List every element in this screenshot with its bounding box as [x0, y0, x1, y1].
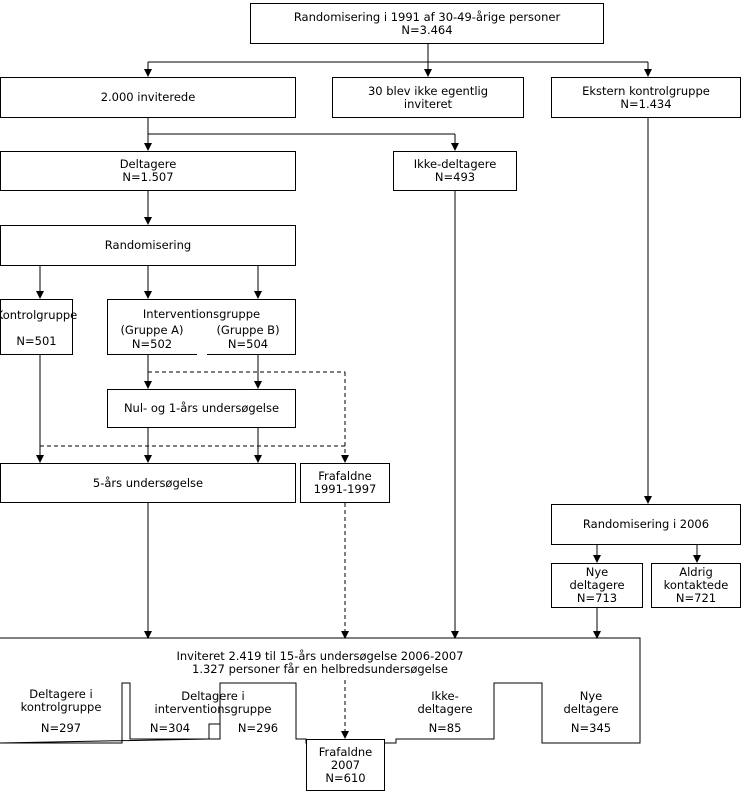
dropouts-1991-1997-box: Frafaldne 1991-1997	[300, 463, 390, 503]
new-participants-2006-n: N=713	[576, 591, 618, 605]
final-intervention-line2: interventionsgruppe	[154, 702, 272, 716]
intervention-group-a-label: (Gruppe A)	[120, 323, 184, 337]
participants-n: N=1.507	[122, 170, 174, 184]
intervention-group-box	[107, 299, 296, 355]
final-title-line1: Inviteret 2.419 til 15-års undersøgelse …	[176, 649, 464, 663]
final-control-n: N=297	[40, 721, 82, 735]
randomisation-2006-box: Randomisering i 2006	[551, 504, 741, 545]
final-new-n: N=345	[570, 721, 612, 735]
exam-0-1-year-box: Nul- og 1-års undersøgelse	[107, 389, 296, 428]
final-intervention-line1: Deltagere i	[181, 689, 245, 703]
randomisation-2006-label: Randomisering i 2006	[582, 517, 710, 531]
control-group-label: Kontrolgruppe	[0, 308, 78, 322]
intervention-group-label: Interventionsgruppe	[142, 307, 261, 321]
participants-box: Deltagere N=1.507	[0, 151, 296, 191]
participants-label: Deltagere	[119, 157, 177, 171]
final-nonparticipants-n: N=85	[428, 721, 462, 735]
not-invited-line2: inviteret	[403, 96, 453, 111]
intervention-bottom-left	[107, 354, 197, 355]
external-control-n: N=1.434	[620, 96, 672, 111]
invited-box: 2.000 inviterede	[0, 77, 296, 118]
dropouts-2007-box: Frafaldne 2007 N=610	[306, 739, 385, 791]
not-invited-box: 30 blev ikke egentlig inviteret	[332, 77, 524, 118]
final-intervention-n-b: N=296	[237, 721, 279, 735]
control-group-box: Kontrolgruppe N=501	[0, 299, 77, 355]
randomisation-label: Randomisering	[104, 238, 192, 252]
intervention-group-a-n: N=502	[131, 337, 173, 351]
never-contacted-n: N=721	[675, 591, 717, 605]
control-group-n: N=501	[16, 334, 57, 348]
non-participants-box: Ikke-deltagere N=493	[393, 151, 517, 191]
final-new-line2: deltagere	[563, 702, 619, 716]
dropouts-2007-n: N=610	[325, 770, 366, 785]
dropouts-1991-1997-line1: Frafaldne	[318, 469, 372, 483]
non-participants-label: Ikke-deltagere	[413, 157, 497, 171]
final-intervention-n-a: N=304	[149, 721, 191, 735]
never-contacted-box: Aldrig kontaktede N=721	[651, 563, 741, 608]
invited-label: 2.000 inviterede	[100, 90, 196, 104]
randomisation-box: Randomisering	[0, 225, 296, 266]
external-control-label: Ekstern kontrolgruppe	[582, 83, 710, 98]
new-participants-2006-box: Nye deltagere N=713	[551, 563, 643, 608]
dropouts-1991-1997-line2: 1991-1997	[313, 482, 377, 496]
external-control-box: Ekstern kontrolgruppe N=1.434	[551, 77, 741, 118]
intervention-group-b-n: N=504	[227, 337, 269, 351]
never-contacted-line2: kontaktede	[663, 578, 729, 592]
final-title-line2: 1.327 personer får en helbredsundersøgel…	[192, 662, 448, 676]
intervention-bottom-right	[207, 354, 296, 355]
final-nonparticipants-line1: Ikke-	[431, 689, 459, 703]
final-control-line2: kontrolgruppe	[20, 700, 102, 714]
randomisation-1991-box: Randomisering i 1991 af 30-49-årige pers…	[250, 3, 604, 44]
intervention-group-b-label: (Gruppe B)	[216, 323, 280, 337]
randomisation-1991-n: N=3.464	[401, 22, 453, 37]
not-invited-line1: 30 blev ikke egentlig	[367, 83, 489, 98]
exam-5-year-box: 5-års undersøgelse	[0, 463, 296, 503]
non-participants-n: N=493	[434, 170, 476, 184]
final-control-line1: Deltagere i	[29, 687, 93, 701]
final-new-line1: Nye	[579, 689, 603, 703]
final-nonparticipants-line2: deltagere	[417, 702, 473, 716]
new-participants-2006-line2: deltagere	[569, 578, 625, 592]
new-participants-2006-line1: Nye	[585, 565, 609, 579]
randomisation-1991-title: Randomisering i 1991 af 30-49-årige pers…	[293, 9, 561, 24]
dropouts-2007-line1: Frafaldne	[318, 744, 373, 759]
never-contacted-line1: Aldrig	[679, 565, 713, 579]
dropouts-2007-line2: 2007	[330, 757, 361, 772]
exam-5-year-label: 5-års undersøgelse	[92, 475, 204, 490]
exam-0-1-year-label: Nul- og 1-års undersøgelse	[123, 401, 280, 415]
